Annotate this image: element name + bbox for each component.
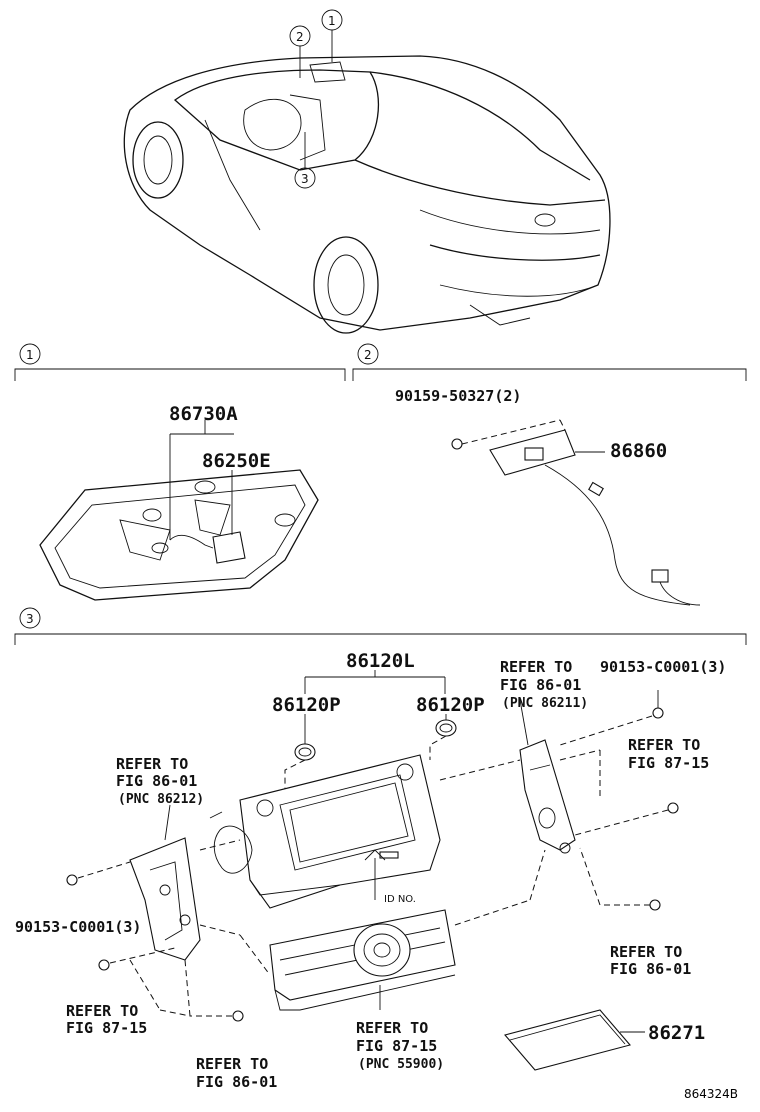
part-86120L-label: 86120L xyxy=(346,650,415,672)
callout-circles-top: 1 2 3 xyxy=(289,9,343,189)
section-1-overhead-console xyxy=(39,420,319,601)
section-1-number: 1 xyxy=(26,348,34,362)
ref-tc-line1: REFER TO xyxy=(500,658,572,676)
callout-1-circle xyxy=(321,9,343,31)
ref-r1-line1: REFER TO xyxy=(628,736,700,754)
callout-2-label: 2 xyxy=(296,30,304,44)
part-86120P-right-label: 86120P xyxy=(416,694,485,716)
callout-3-circle xyxy=(294,167,316,189)
bolt-icon xyxy=(451,438,463,450)
car-illustration xyxy=(123,55,611,334)
ref-tl-line2: FIG 86-01 xyxy=(116,772,197,790)
ref-r2-line1: REFER TO xyxy=(610,943,682,961)
callout-2-circle xyxy=(289,25,311,47)
part-86271-label: 86271 xyxy=(648,1022,705,1044)
bolt-icon xyxy=(652,707,664,719)
ref-bl1-line2: FIG 87-15 xyxy=(66,1019,147,1037)
bolt-icon xyxy=(667,802,679,814)
callout-3-label: 3 xyxy=(301,172,309,186)
ref-bl2-line2: FIG 86-01 xyxy=(196,1073,277,1091)
part-86120P-left-label: 86120P xyxy=(272,694,341,716)
ref-bc-line2: FIG 87-15 xyxy=(356,1037,437,1055)
ref-tc-line2: FIG 86-01 xyxy=(500,676,581,694)
section-2-antenna xyxy=(451,419,701,606)
ref-bl2-line1: REFER TO xyxy=(196,1055,268,1073)
ref-bc-line1: REFER TO xyxy=(356,1019,428,1037)
ref-tl-line1: REFER TO xyxy=(116,755,188,773)
ref-bl1-line1: REFER TO xyxy=(66,1002,138,1020)
ref-tc-line3: (PNC 86211) xyxy=(502,696,588,711)
section-dividers: 1 2 3 xyxy=(14,343,747,645)
section-2-number: 2 xyxy=(364,348,372,362)
bolt-90159-label: 90159-50327(2) xyxy=(395,387,521,405)
part-86860-label: 86860 xyxy=(610,440,667,462)
id-no-label: ID NO. xyxy=(384,894,416,905)
bolt-icon xyxy=(232,1010,244,1022)
ref-r1-line2: FIG 87-15 xyxy=(628,754,709,772)
bolt-icon xyxy=(649,899,661,911)
part-86730A-label: 86730A xyxy=(169,403,238,425)
callout-1-label: 1 xyxy=(328,14,336,28)
section-3-number: 3 xyxy=(26,612,34,626)
bolt-90153-left-label: 90153-C0001(3) xyxy=(15,918,141,936)
bolt-icon xyxy=(66,874,78,886)
figure-code: 864324B xyxy=(684,1087,738,1101)
bolt-icon xyxy=(98,959,110,971)
ref-tl-line3: (PNC 86212) xyxy=(118,792,204,807)
ref-r2-line2: FIG 86-01 xyxy=(610,960,691,978)
part-86250E-label: 86250E xyxy=(202,450,271,472)
bolt-90153-right-label: 90153-C0001(3) xyxy=(600,658,726,676)
ref-bc-line3: (PNC 55900) xyxy=(358,1057,444,1072)
section-3-head-unit xyxy=(66,670,679,1071)
